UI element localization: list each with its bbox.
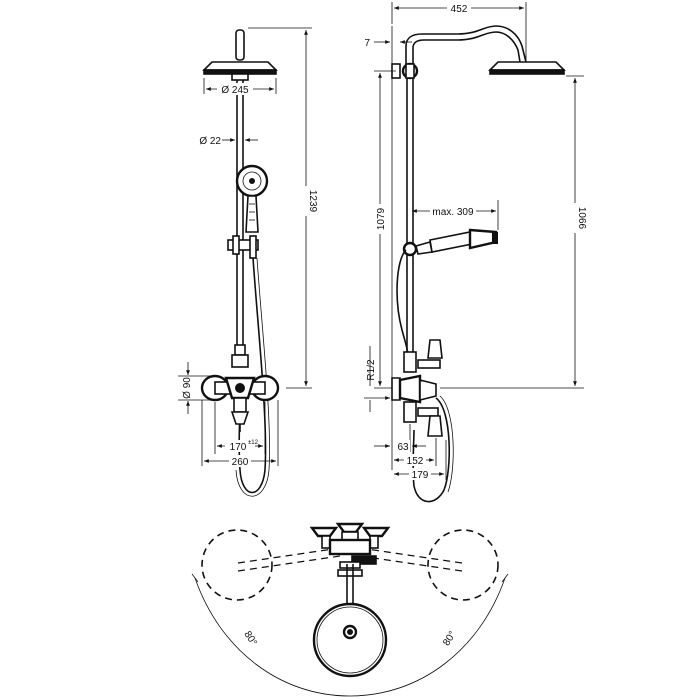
shower-hose-side	[396, 249, 409, 357]
dim-label: 260	[232, 457, 249, 468]
hand-shower-side	[402, 228, 498, 257]
dim-label: 179	[412, 470, 429, 481]
dim-total-height: 1239	[248, 27, 318, 389]
thermostatic-mixer	[200, 344, 280, 432]
front-view: Ø 245 Ø 22 1239 Ø 90	[178, 27, 318, 497]
riser-pipe	[236, 80, 244, 352]
dim-label: 1239	[307, 190, 318, 213]
dim-label: Ø 245	[221, 85, 249, 96]
dim-label: Ø 90	[182, 377, 193, 399]
dim-label: 170	[230, 442, 247, 453]
dim-thread: R1/2	[364, 346, 390, 412]
swing-arc	[194, 577, 506, 697]
dim-label: 152	[407, 456, 424, 467]
mixer-side	[391, 339, 443, 437]
sliding-holder	[227, 235, 259, 259]
dim-holder-height: 1079	[374, 70, 396, 389]
shower-arm	[405, 25, 527, 72]
hand-shower	[235, 164, 269, 233]
dim-handshower-reach: max. 309	[412, 200, 499, 230]
overhead-shower-head	[202, 29, 278, 81]
dim-label: 63	[397, 442, 409, 453]
dim-label: R1/2	[366, 359, 377, 381]
dim-label: 1079	[376, 207, 387, 230]
side-view: 452 7 1079 max. 309 1066	[364, 2, 587, 503]
dim-wall-offset: 7	[364, 38, 412, 49]
dim-label: 7	[364, 38, 370, 49]
dim-label: max. 309	[432, 207, 474, 218]
dim-spout-c: 179	[394, 440, 447, 481]
dim-label: 1066	[576, 207, 587, 230]
overhead-head-top	[312, 602, 388, 678]
angle-label-right: 80°	[441, 629, 458, 648]
overhead-head-side	[488, 61, 566, 75]
top-view: 80° 80°	[191, 522, 509, 697]
dim-label: Ø 22	[199, 136, 221, 147]
dim-flange-diameter: Ø 90	[178, 362, 210, 414]
dim-center-spacing: 170 ±12	[214, 402, 266, 454]
angle-label-left: 80°	[241, 629, 258, 648]
dim-spout-a: 63	[374, 424, 426, 453]
dim-head-diameter: Ø 245	[203, 78, 277, 96]
swing-position-left	[201, 529, 273, 601]
dim-tolerance: ±12	[248, 440, 259, 446]
dim-head-height: 1066	[440, 75, 587, 389]
dim-arm-reach: 452	[391, 2, 527, 60]
swing-position-right	[427, 529, 499, 601]
dim-overall-width: 260	[201, 400, 279, 468]
dim-pipe-diameter: Ø 22	[199, 136, 258, 147]
dim-spout-b: 152	[394, 438, 437, 467]
mixer-top	[309, 522, 391, 577]
dim-label: 452	[451, 4, 468, 15]
